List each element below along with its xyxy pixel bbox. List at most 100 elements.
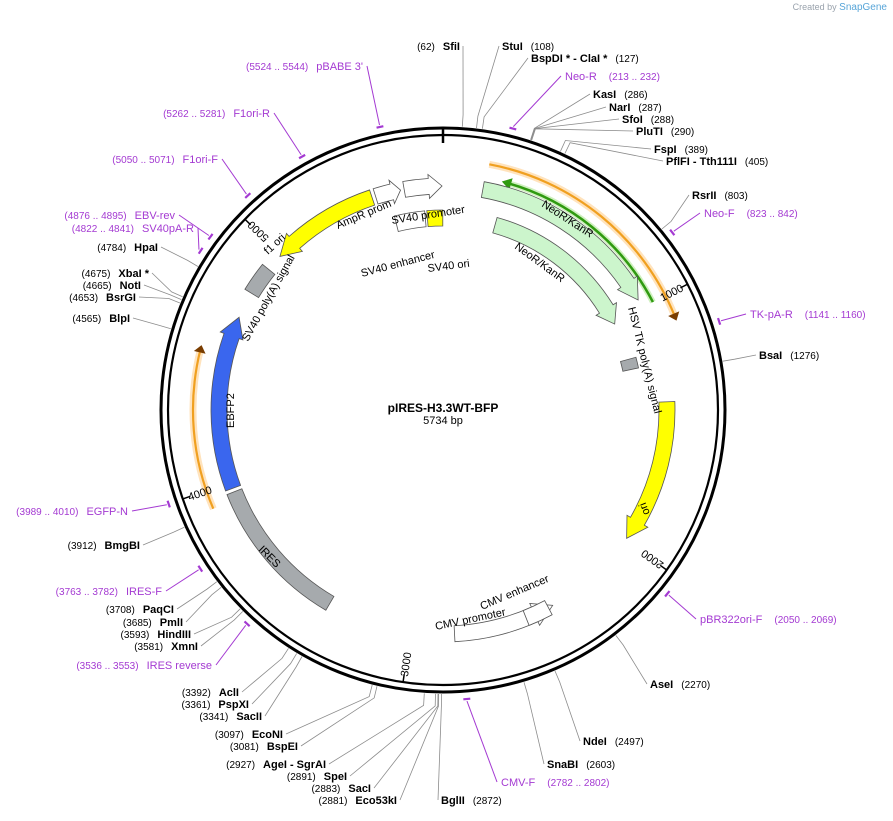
enzyme-position: (3581)	[134, 642, 163, 653]
enzyme-site-paqci[interactable]: (3708)PaqCI	[106, 604, 174, 616]
enzyme-position: (2497)	[615, 737, 644, 748]
enzyme-name: PspXI	[218, 699, 249, 711]
enzyme-name: BspEI	[267, 741, 298, 753]
feature-sv40p[interactable]	[402, 173, 443, 200]
enzyme-leader-line	[399, 693, 439, 801]
primer-ebv-rev[interactable]: (4876 .. 4895)EBV-rev	[64, 210, 175, 222]
primer-name: F1ori-F	[183, 154, 219, 166]
primer-pbabe-3[interactable]: (5524 .. 5544)pBABE 3'	[246, 61, 363, 73]
enzyme-site-bspei[interactable]: (3081)BspEI	[230, 741, 298, 753]
enzyme-position: (108)	[531, 42, 554, 53]
primer-neo-r[interactable]: Neo-R(213 .. 232)	[565, 71, 660, 83]
primer-labels: (5524 .. 5544)pBABE 3' Neo-R(213 .. 232) (…	[16, 61, 865, 789]
enzyme-site-snabi[interactable]: SnaBI(2603)	[547, 759, 615, 771]
primer-name: pBR322ori-F	[700, 614, 763, 626]
enzyme-site-pspxi[interactable]: (3361)PspXI	[182, 699, 249, 711]
primer-name: SV40pA-R	[142, 223, 194, 235]
enzyme-site-stui[interactable]: StuI(108)	[502, 41, 554, 53]
enzyme-position: (286)	[624, 90, 647, 101]
enzyme-site-acli[interactable]: (3392)AclI	[182, 687, 239, 699]
snapgene-brand: SnapGene	[839, 2, 887, 13]
enzyme-site-spei[interactable]: (2891)SpeI	[287, 771, 347, 783]
primer-pbr322ori-f[interactable]: pBR322ori-F(2050 .. 2069)	[700, 614, 837, 626]
enzyme-name: NarI	[609, 102, 630, 114]
enzyme-position: (2891)	[287, 772, 316, 783]
annotation-lines	[131, 45, 757, 801]
enzyme-site-bspdi-clai[interactable]: BspDI * - ClaI *(127)	[531, 53, 639, 65]
primer-neo-f[interactable]: Neo-F(823 .. 842)	[704, 208, 798, 220]
enzyme-name: XbaI *	[118, 268, 149, 280]
enzyme-site-xmni[interactable]: (3581)XmnI	[134, 641, 198, 653]
enzyme-site-bsrgi[interactable]: (4653)BsrGI	[69, 292, 136, 304]
enzyme-site-pluti[interactable]: PluTI(290)	[636, 126, 694, 138]
feature-sv40e[interactable]	[393, 210, 427, 233]
enzyme-site-sfii[interactable]: (62)SfiI	[417, 41, 460, 53]
enzyme-leader-line	[241, 648, 289, 693]
primer-f1ori-r[interactable]: (5262 .. 5281)F1ori-R	[163, 108, 270, 120]
enzyme-site-xbai[interactable]: (4675)XbaI *	[82, 268, 150, 280]
orf-arrowhead	[668, 311, 680, 321]
feature-ampp[interactable]	[372, 179, 402, 205]
enzyme-position: (127)	[615, 54, 638, 65]
primer-site-mark	[166, 500, 171, 508]
tick-mark	[680, 283, 688, 289]
neor-reverse-arc	[506, 181, 655, 303]
enzyme-name: SfiI	[443, 41, 460, 53]
enzyme-leader-line	[476, 45, 500, 129]
enzyme-site-bsai[interactable]: BsaI(1276)	[759, 350, 819, 362]
enzyme-site-rsrii[interactable]: RsrII(803)	[692, 190, 748, 202]
enzyme-site-eco53ki[interactable]: (2881)Eco53kI	[319, 795, 398, 807]
primer-leader-line	[178, 214, 210, 236]
enzyme-site-pflfi-tth111i[interactable]: PflFI - Tth111I(405)	[666, 156, 768, 168]
feature-ori[interactable]	[626, 401, 676, 539]
primer-tk-pa-r[interactable]: TK-pA-R(1141 .. 1160)	[750, 309, 866, 321]
enzyme-leader-line	[554, 670, 581, 742]
enzyme-site-nari[interactable]: NarI(287)	[609, 102, 662, 114]
feature-neo1[interactable]	[480, 181, 639, 301]
enzyme-name: PflFI - Tth111I	[666, 156, 737, 168]
primer-egfp-n[interactable]: (3989 .. 4010)EGFP-N	[16, 506, 128, 518]
enzyme-site-saci[interactable]: (2883)SacI	[311, 783, 371, 795]
orf-arc-core	[489, 163, 676, 317]
primer-ires-f[interactable]: (3763 .. 3782)IRES-F	[56, 586, 163, 598]
enzyme-site-sacii[interactable]: (3341)SacII	[199, 711, 262, 723]
enzyme-position: (2881)	[319, 796, 348, 807]
enzyme-site-fspi[interactable]: FspI(389)	[654, 144, 708, 156]
enzyme-name: PluTI	[636, 126, 663, 138]
enzyme-site-blpi[interactable]: (4565)BlpI	[72, 313, 130, 325]
enzyme-leader-line	[482, 57, 529, 129]
enzyme-site-sfoi[interactable]: SfoI(288)	[622, 114, 674, 126]
enzyme-leader-line	[564, 142, 664, 162]
enzyme-site-noti[interactable]: (4665)NotI	[83, 280, 141, 292]
primer-name: F1ori-R	[233, 108, 270, 120]
feature-hsv[interactable]	[619, 356, 639, 372]
enzyme-site-bmgbi[interactable]: (3912)BmgBI	[68, 540, 140, 552]
feature-ebfp[interactable]	[210, 316, 244, 492]
feature-sv40o[interactable]	[426, 209, 444, 228]
feature-sv40pa[interactable]	[244, 263, 276, 299]
enzyme-site-agei-sgrai[interactable]: (2927)AgeI - SgrAI	[226, 759, 326, 771]
primer-site-mark	[298, 153, 306, 160]
primer-ires-reverse[interactable]: (3536 .. 3553)IRES reverse	[76, 660, 212, 672]
primer-cmv-f[interactable]: CMV-F(2782 .. 2802)	[501, 777, 610, 789]
enzyme-site-bglii[interactable]: BglII(2872)	[441, 795, 502, 807]
enzyme-position: (3392)	[182, 688, 211, 699]
feature-ires[interactable]	[226, 488, 335, 611]
neor-reverse-arrowhead	[501, 178, 513, 190]
enzyme-site-hindiii[interactable]: (3593)HindIII	[120, 629, 191, 641]
enzyme-leader-line	[328, 693, 425, 765]
primer-f1ori-f[interactable]: (5050 .. 5071)F1ori-F	[112, 154, 218, 166]
enzyme-site-econi[interactable]: (3097)EcoNI	[215, 729, 283, 741]
enzyme-site-hpai[interactable]: (4784)HpaI	[97, 242, 158, 254]
enzyme-site-ndei[interactable]: NdeI(2497)	[583, 736, 644, 748]
feature-cmve[interactable]	[522, 600, 553, 626]
enzyme-site-kasi[interactable]: KasI(286)	[593, 89, 648, 101]
feature-neo2[interactable]	[492, 216, 617, 325]
tick-mark	[659, 564, 668, 571]
primer-range: (823 .. 842)	[747, 209, 798, 220]
enzyme-site-asei[interactable]: AseI(2270)	[650, 679, 710, 691]
feature-f1ori[interactable]	[279, 189, 376, 257]
primer-sv40pa-r[interactable]: (4822 .. 4841)SV40pA-R	[72, 223, 194, 235]
primer-name: CMV-F	[501, 777, 536, 789]
enzyme-site-pmli[interactable]: (3685)PmlI	[123, 617, 183, 629]
